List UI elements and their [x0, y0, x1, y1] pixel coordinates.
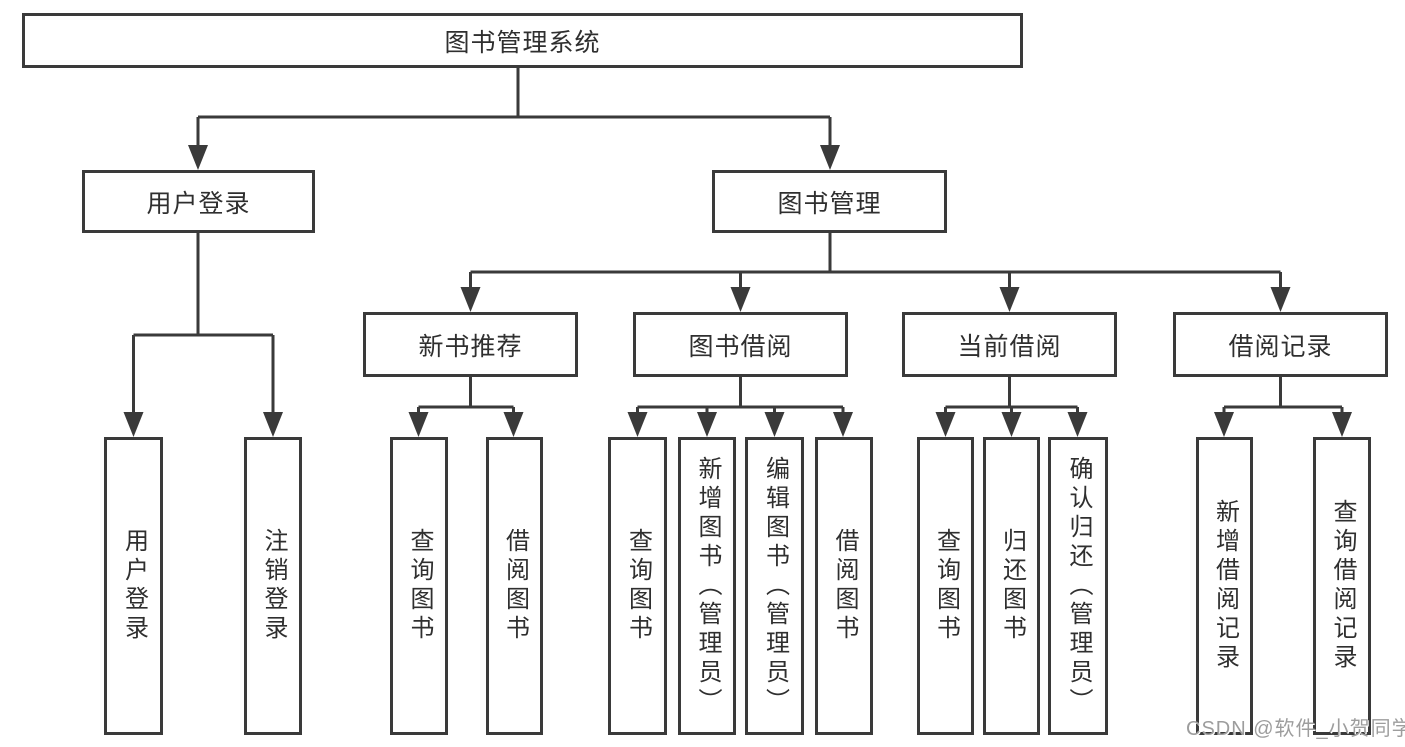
node-current-borrowing: 当前借阅: [902, 312, 1117, 377]
leaf-edit-books-admin: 编辑图书（管理员）: [745, 437, 804, 735]
node-book-borrowing: 图书借阅: [633, 312, 848, 377]
node-new-book-recommendation: 新书推荐: [363, 312, 578, 377]
leaf-add-borrow-record: 新增借阅记录: [1196, 437, 1253, 735]
leaf-query-borrow-record: 查询借阅记录: [1313, 437, 1371, 735]
node-user-login: 用户登录: [82, 170, 315, 233]
leaf-query-books-recommend: 查询图书: [390, 437, 448, 735]
leaf-borrow-books-recommend: 借阅图书: [486, 437, 543, 735]
leaf-user-login: 用户登录: [104, 437, 163, 735]
leaf-add-books-admin: 新增图书（管理员）: [678, 437, 736, 735]
leaf-query-books-current: 查询图书: [917, 437, 974, 735]
leaf-logout: 注销登录: [244, 437, 302, 735]
leaf-return-books: 归还图书: [983, 437, 1040, 735]
node-library-system: 图书管理系统: [22, 13, 1023, 68]
leaf-query-books-borrow: 查询图书: [608, 437, 667, 735]
leaf-confirm-return-admin: 确认归还（管理员）: [1048, 437, 1108, 735]
node-borrowing-records: 借阅记录: [1173, 312, 1388, 377]
csdn-watermark: CSDN @软件_小贺同学: [1186, 718, 1405, 740]
leaf-borrow-books: 借阅图书: [815, 437, 873, 735]
node-book-management: 图书管理: [712, 170, 947, 233]
